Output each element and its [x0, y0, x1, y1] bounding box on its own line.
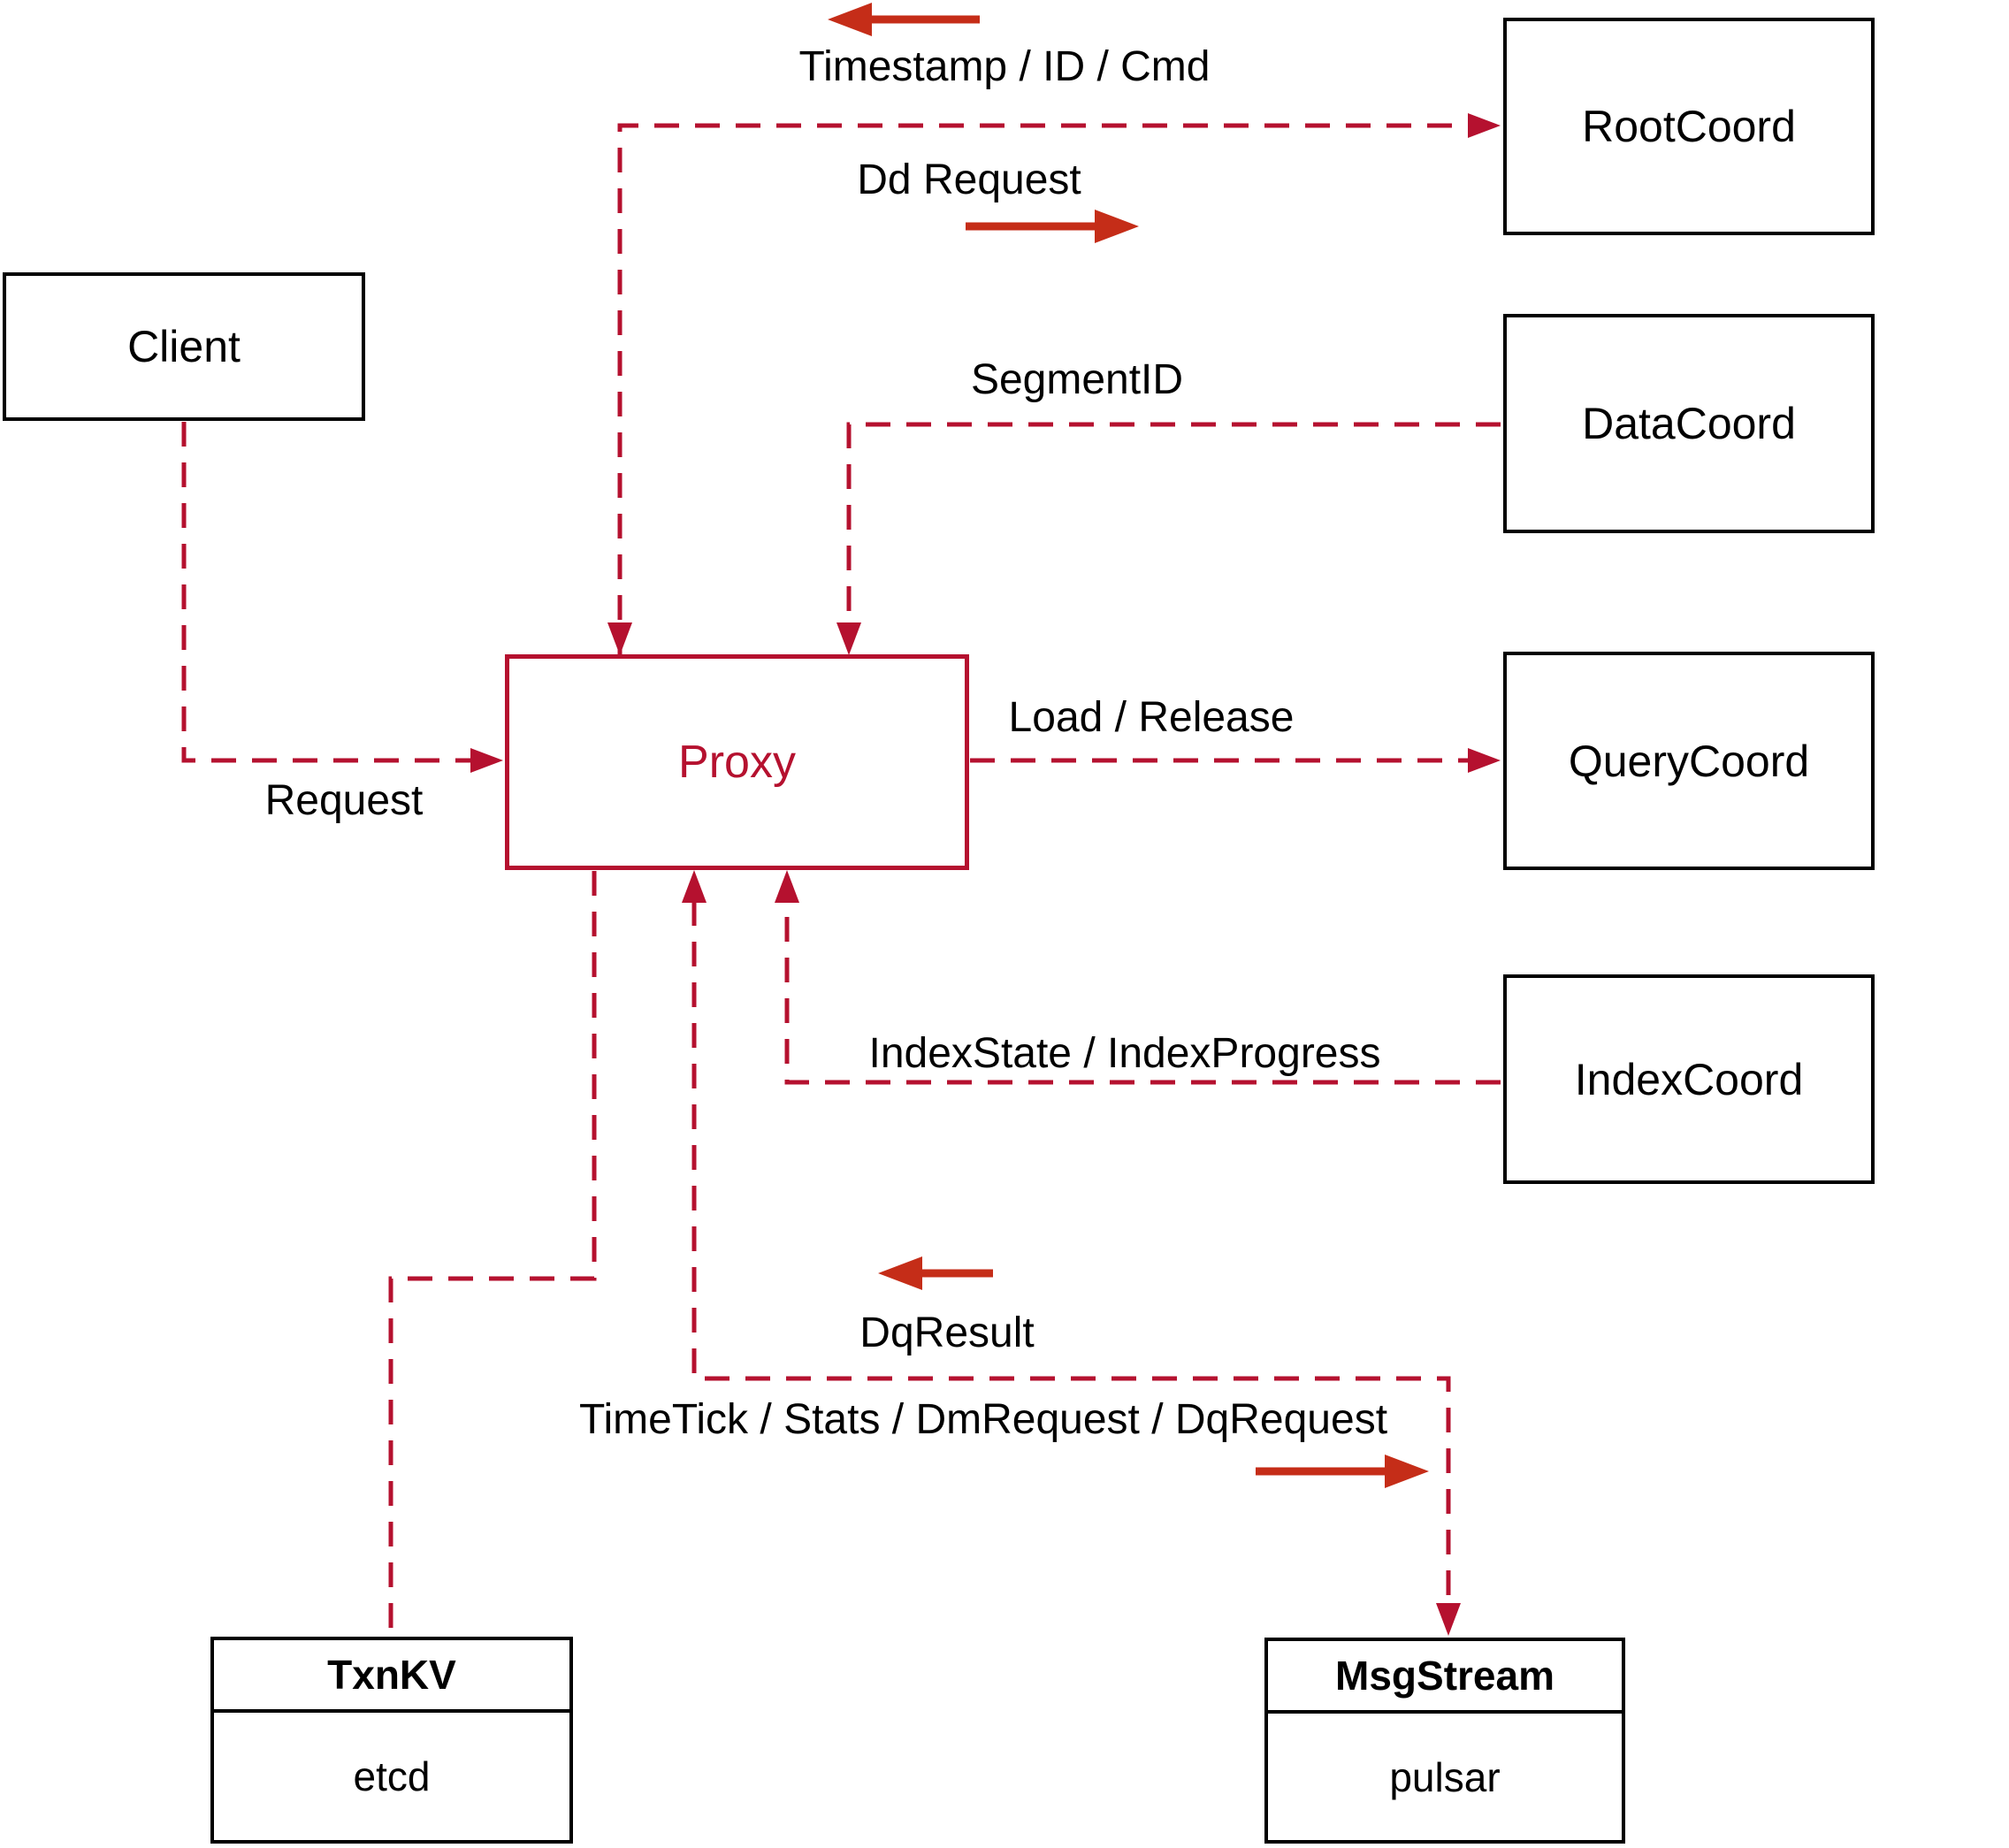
arrowhead-into-rootcoord-icon: [1468, 113, 1501, 138]
direction-arrow-dqresult-left-icon: [878, 1256, 993, 1290]
arrowhead-into-proxy-left-icon: [470, 748, 503, 773]
edge-indexcoord-proxy: [775, 870, 1501, 1085]
node-rootcoord-label: RootCoord: [1582, 102, 1796, 151]
node-datacoord: DataCoord: [1503, 314, 1875, 533]
node-txnkv-title: TxnKV: [214, 1640, 569, 1713]
node-proxy: Proxy: [505, 654, 969, 870]
direction-arrow-dd-request-right-icon: [966, 210, 1139, 243]
edge-label-index-state: IndexState / IndexProgress: [868, 1030, 1381, 1077]
node-msgstream: MsgStream pulsar: [1264, 1638, 1625, 1844]
edge-label-timestamp-id-cmd: Timestamp / ID / Cmd: [798, 43, 1211, 90]
node-querycoord: QueryCoord: [1503, 652, 1875, 870]
node-datacoord-label: DataCoord: [1582, 399, 1796, 448]
edge-label-load-release: Load / Release: [1008, 694, 1295, 741]
edge-client-proxy: [181, 422, 503, 773]
edge-label-request: Request: [264, 777, 424, 824]
arrowhead-into-proxy-top-left-icon: [607, 622, 632, 655]
arrowhead-into-proxy-bottom-left-icon: [682, 870, 707, 903]
node-indexcoord: IndexCoord: [1503, 974, 1875, 1184]
edge-label-time-tick: TimeTick / Stats / DmRequest / DqRequest: [578, 1396, 1388, 1443]
edge-proxy-txnkv: [388, 871, 597, 1635]
arrowhead-into-proxy-bottom-right-icon: [775, 870, 799, 903]
edge-proxy-querycoord: [970, 748, 1501, 773]
node-msgstream-subtitle: pulsar: [1389, 1753, 1501, 1800]
edge-label-segment-id: SegmentID: [970, 356, 1184, 403]
node-rootcoord: RootCoord: [1503, 18, 1875, 235]
arrowhead-into-querycoord-icon: [1468, 748, 1501, 773]
edge-label-dd-request: Dd Request: [857, 157, 1081, 203]
node-txnkv: TxnKV etcd: [210, 1637, 573, 1844]
node-proxy-label: Proxy: [678, 737, 796, 788]
arrowhead-into-proxy-top-right-icon: [836, 622, 861, 655]
edge-label-dq-result: DqResult: [859, 1310, 1035, 1356]
node-txnkv-subtitle: etcd: [353, 1753, 431, 1799]
arrowhead-into-msgstream-icon: [1436, 1603, 1461, 1636]
node-indexcoord-label: IndexCoord: [1574, 1054, 1804, 1104]
edge-proxy-rootcoord: [607, 113, 1501, 661]
node-client-label: Client: [127, 322, 241, 371]
direction-arrow-timestamp-left-icon: [828, 3, 980, 36]
edge-datacoord-proxy: [836, 422, 1501, 655]
node-querycoord-label: QueryCoord: [1568, 736, 1810, 786]
node-msgstream-title: MsgStream: [1268, 1641, 1622, 1714]
node-client: Client: [3, 272, 365, 421]
edge-proxy-msgstream: [682, 870, 1461, 1636]
direction-arrow-timetick-right-icon: [1256, 1455, 1429, 1488]
